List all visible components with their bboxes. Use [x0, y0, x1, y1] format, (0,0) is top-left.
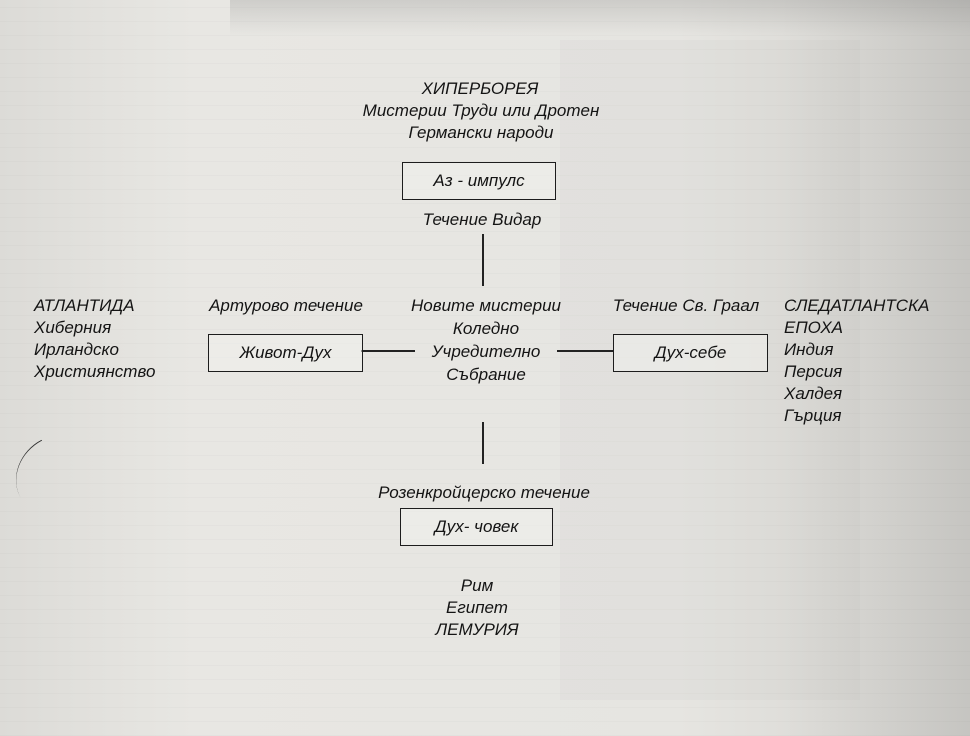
north-stream-label: Течение Видар [422, 210, 542, 229]
east-region-title: ЕПОХА [784, 318, 843, 337]
center-line: Коледно [452, 319, 520, 338]
south-box-label: Дух- човек [434, 517, 519, 536]
connector-west [361, 350, 415, 352]
bleed-through-shadow-right [780, 0, 970, 736]
connector-south [482, 422, 484, 464]
center-line: Учредително [431, 342, 541, 361]
west-stream-label: Артурово течение [209, 296, 363, 315]
east-region-line: Персия [784, 362, 843, 381]
east-region-line: Халдея [784, 384, 843, 403]
south-region-title: ЛЕМУРИЯ [435, 620, 519, 639]
north-peoples-label: Германски народи [408, 123, 554, 142]
west-box: Живот-Дух [208, 334, 363, 372]
south-stream-label: Розенкройцерско течение [378, 483, 590, 502]
bleed-through-shadow-top [230, 0, 970, 36]
north-box-label: Аз - импулс [433, 171, 525, 190]
west-region-line: Ирландско [34, 340, 120, 359]
south-region-line: Рим [460, 576, 494, 595]
east-region-title: СЛЕДАТЛАНТСКА [784, 296, 930, 315]
east-stream-label: Течение Св. Граал [612, 296, 760, 315]
south-box: Дух- човек [400, 508, 553, 546]
east-region-line: Индия [784, 340, 834, 359]
west-region-title: АТЛАНТИДА [34, 296, 135, 315]
west-region-line: Хиберния [34, 318, 112, 337]
west-box-label: Живот-Дух [239, 343, 332, 362]
center-line: Събрание [446, 365, 526, 384]
east-box-label: Дух-себе [654, 343, 727, 362]
west-region-line: Християнство [34, 362, 156, 381]
connector-north [482, 234, 484, 286]
connector-east [557, 350, 613, 352]
east-region-line: Гърция [784, 406, 842, 425]
north-region-title: ХИПЕРБОРЕЯ [421, 79, 539, 98]
center-title: Новите мистерии [411, 296, 561, 315]
south-region-line: Египет [446, 598, 508, 617]
north-mysteries-label: Мистерии Труди или Дротен [362, 101, 600, 120]
north-box: Аз - импулс [402, 162, 556, 200]
east-box: Дух-себе [613, 334, 768, 372]
